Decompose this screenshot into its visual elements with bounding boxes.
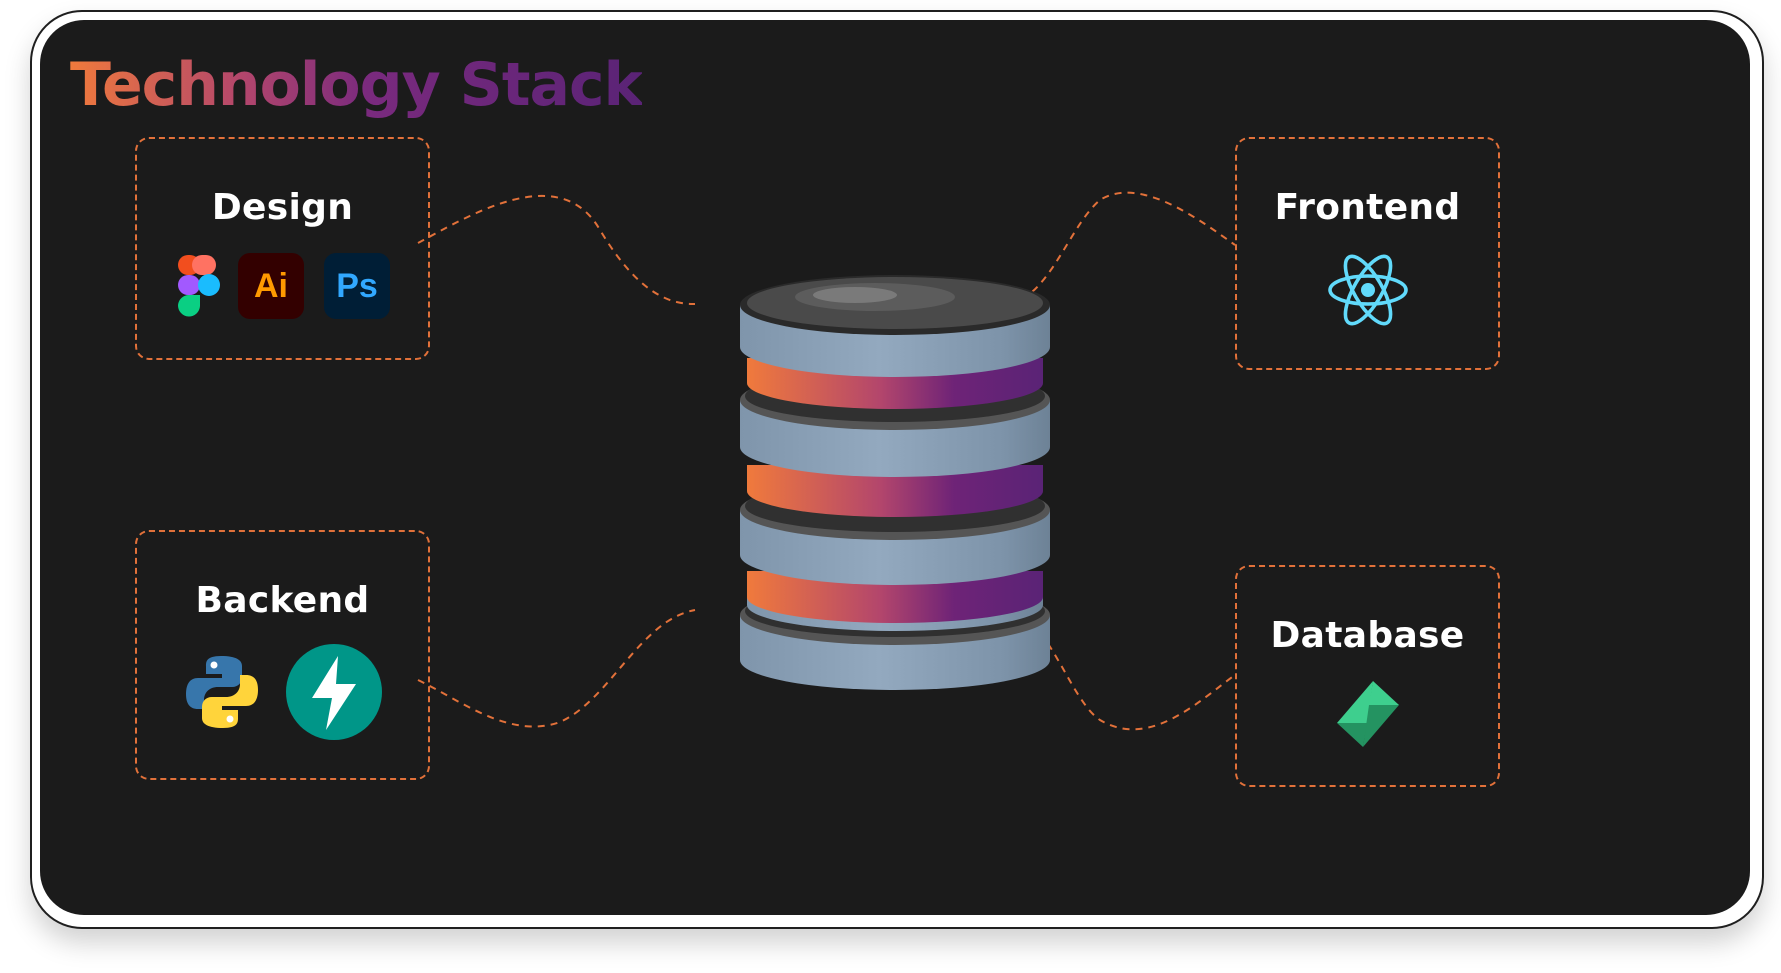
supabase-icon [1336,681,1399,747]
frontend-group: Frontend [1235,137,1500,370]
database-label: Database [1270,615,1465,656]
backend-label: Backend [195,580,370,621]
database-stack-icon [740,275,1050,690]
connector-backend [417,609,696,728]
database-group: Database [1235,565,1500,787]
frontend-label: Frontend [1274,187,1461,228]
frontend-icons [1237,252,1498,328]
connector-design [417,194,696,306]
figma-icon [177,255,220,317]
python-icon [185,656,258,728]
photoshop-icon: Ps [323,253,390,319]
design-icons: Ai Ps [137,253,428,319]
svg-text:Ai: Ai [254,267,288,305]
database-icons [1237,679,1498,749]
connector-frontend [1009,191,1236,305]
page-title: Technology Stack [70,50,643,120]
svg-text:Ps: Ps [336,267,378,305]
fastapi-icon [285,644,382,740]
react-icon [1327,254,1408,326]
tech-stack-card: Technology Stack Design Ai Ps [40,20,1750,915]
illustrator-icon: Ai [237,253,304,319]
design-group: Design Ai Ps [135,137,430,360]
backend-group: Backend [135,530,430,780]
design-label: Design [211,187,354,228]
backend-icons [137,644,428,740]
